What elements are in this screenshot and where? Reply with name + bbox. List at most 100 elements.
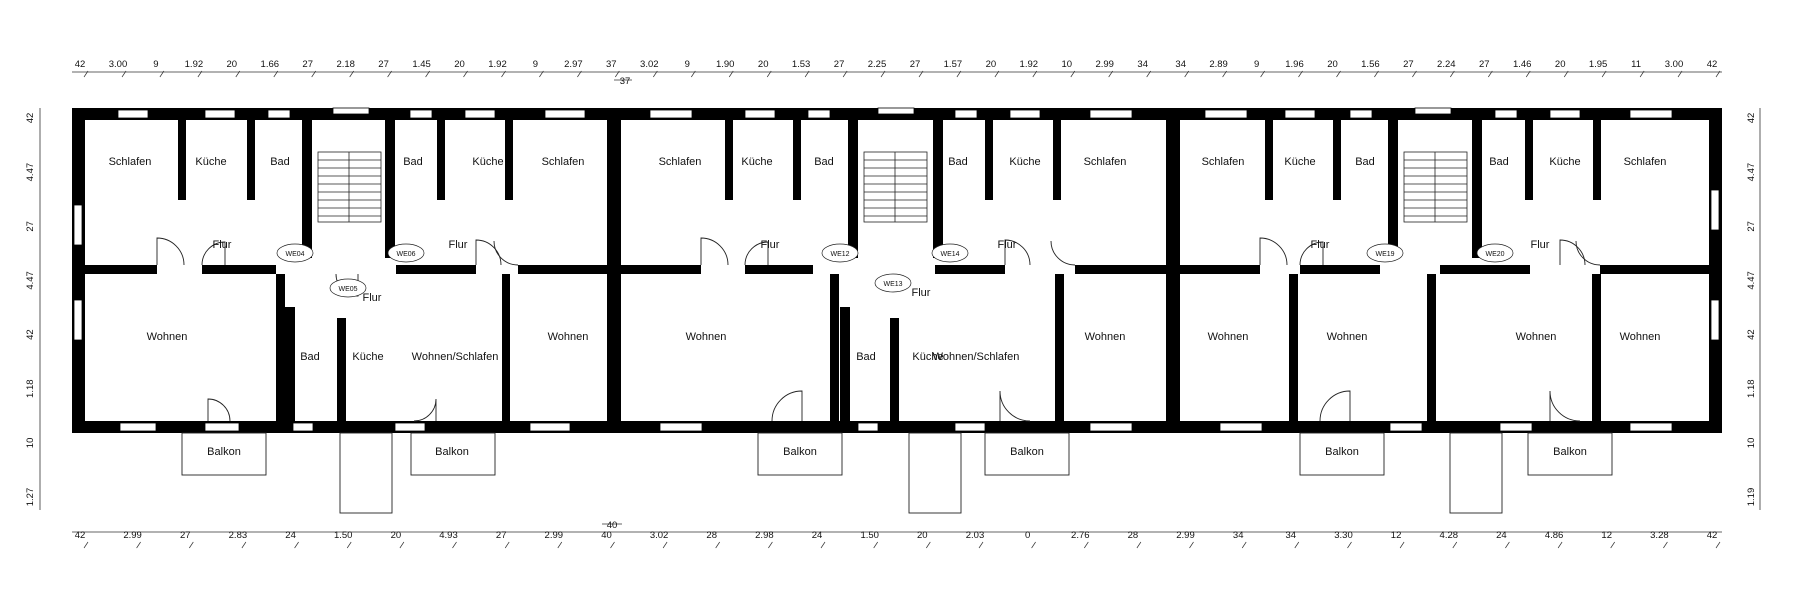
dim-top-tick-32 bbox=[1298, 70, 1303, 78]
dim-top-26: 10 bbox=[1062, 59, 1073, 70]
dim-bottom-16: 20 bbox=[917, 530, 928, 541]
dim-top-tick-24 bbox=[994, 70, 1000, 78]
dim-bottom-19: 2.76 bbox=[1071, 530, 1090, 541]
dim-bottom-tick-24 bbox=[1347, 541, 1352, 549]
walls bbox=[72, 108, 1722, 433]
dim-top-43: 42 bbox=[1707, 59, 1718, 70]
dim-bottom-7: 4.93 bbox=[439, 530, 458, 541]
dim-top-tick-28 bbox=[1146, 70, 1151, 78]
unit-marker bbox=[1366, 243, 1404, 263]
dim-bottom-26: 4.28 bbox=[1440, 530, 1459, 541]
dim-bottom-21: 2.99 bbox=[1176, 530, 1195, 541]
dim-top-tick-41 bbox=[1639, 70, 1645, 78]
dim-top-12: 9 bbox=[533, 59, 538, 70]
dim-bottom-15: 1.50 bbox=[860, 530, 879, 541]
dim-bottom-tick-30 bbox=[1663, 541, 1668, 549]
dim-bottom-31: 42 bbox=[1707, 530, 1718, 541]
dim-bottom-tick-6 bbox=[399, 541, 405, 549]
room-label-schlafen-5: Schlafen bbox=[1202, 156, 1245, 168]
dim-bottom-tick-4 bbox=[294, 541, 299, 549]
room-label-kueche-1: Küche bbox=[195, 156, 226, 168]
unit-marker bbox=[276, 243, 314, 263]
room-label-schlafen-2: Schlafen bbox=[542, 156, 585, 168]
unit-label-we19: WE19 bbox=[1375, 251, 1394, 258]
dim-top-17: 1.90 bbox=[716, 59, 735, 70]
dim-top-31: 9 bbox=[1254, 59, 1259, 70]
dim-bottom-0: 42 bbox=[75, 530, 86, 541]
dim-top-tick-0 bbox=[83, 70, 89, 78]
dim-bottom-23: 34 bbox=[1286, 530, 1297, 541]
room-label-balkon-4: Balkon bbox=[1010, 446, 1044, 458]
room-label-kueche-3: Küche bbox=[352, 351, 383, 363]
dim-bottom-tick-27 bbox=[1505, 541, 1510, 549]
dim-top-20: 27 bbox=[834, 59, 845, 70]
unit-marker bbox=[874, 273, 912, 293]
room-label-bad-6: Bad bbox=[856, 351, 876, 363]
unit-label-we12: WE12 bbox=[830, 251, 849, 258]
dim-right-5: 1.18 bbox=[1746, 379, 1757, 398]
dim-bottom-17: 2.03 bbox=[966, 530, 985, 541]
dim-top-tick-6 bbox=[311, 70, 316, 78]
dim-bottom-30: 3.28 bbox=[1650, 530, 1669, 541]
dim-top-tick-23 bbox=[956, 70, 962, 78]
dim-top-tick-14 bbox=[615, 70, 620, 78]
room-label-bad-3: Bad bbox=[300, 351, 320, 363]
dim-bottom-tick-9 bbox=[557, 541, 563, 549]
dim-bottom-tick-19 bbox=[1084, 541, 1089, 549]
dim-top-tick-4 bbox=[235, 70, 241, 78]
dim-left-7: 1.27 bbox=[25, 488, 36, 507]
dim-top-tick-20 bbox=[842, 70, 848, 78]
unit-label-we14: WE14 bbox=[940, 251, 959, 258]
dim-top-tick-36 bbox=[1450, 70, 1455, 78]
dim-left-6: 10 bbox=[25, 438, 36, 449]
dim-bottom-tick-5 bbox=[346, 541, 352, 549]
dim-top-tick-13 bbox=[577, 70, 582, 78]
dim-top-tick-35 bbox=[1412, 70, 1417, 78]
room-label-kueche-5: Küche bbox=[1009, 156, 1040, 168]
room-label-flur-1: Flur bbox=[213, 239, 232, 251]
dim-top-27: 2.99 bbox=[1095, 59, 1114, 70]
dim-left-2: 27 bbox=[25, 221, 36, 232]
dim-top-tick-43 bbox=[1715, 70, 1721, 78]
dim-top-10: 20 bbox=[454, 59, 465, 70]
dim-top-tick-17 bbox=[728, 70, 734, 78]
room-label-kueche-8: Küche bbox=[1549, 156, 1580, 168]
dim-top-9: 1.45 bbox=[412, 59, 431, 70]
dim-top-11: 1.92 bbox=[488, 59, 507, 70]
room-label-kueche-2: Küche bbox=[472, 156, 503, 168]
room-label-bad-2: Bad bbox=[403, 156, 423, 168]
dim-top-tick-7 bbox=[349, 70, 354, 78]
dim-top-tick-26 bbox=[1070, 70, 1076, 78]
dim-top-tick-19 bbox=[804, 70, 810, 78]
dim-top-37: 27 bbox=[1479, 59, 1490, 70]
dim-top-6: 27 bbox=[302, 59, 313, 70]
dim-bottom-tick-8 bbox=[504, 541, 510, 549]
dim-right-4: 42 bbox=[1746, 329, 1757, 340]
dim-bottom-tick-1 bbox=[136, 541, 141, 549]
dim-bottom-14: 24 bbox=[812, 530, 823, 541]
dim-top-tick-27 bbox=[1108, 70, 1113, 78]
dim-top-0: 42 bbox=[75, 59, 86, 70]
dim-top-tick-10 bbox=[463, 70, 468, 78]
dim-right-2: 27 bbox=[1746, 221, 1757, 232]
dim-top-tick-37 bbox=[1488, 70, 1493, 78]
dim-top-tick-31 bbox=[1260, 70, 1265, 78]
dim-top-29: 34 bbox=[1175, 59, 1186, 70]
dim-top-3: 1.92 bbox=[185, 59, 204, 70]
dim-top-tick-2 bbox=[159, 70, 165, 78]
dim-top-16: 9 bbox=[685, 59, 690, 70]
dim-bottom-22: 34 bbox=[1233, 530, 1244, 541]
dim-top-38: 1.46 bbox=[1513, 59, 1532, 70]
dim-top-21: 2.25 bbox=[868, 59, 887, 70]
dim-top-30: 2.89 bbox=[1209, 59, 1228, 70]
staircase-1 bbox=[317, 151, 382, 223]
dim-bottom-10: 40 bbox=[601, 530, 612, 541]
dim-top-tick-22 bbox=[918, 70, 924, 78]
dim-bottom-5: 1.50 bbox=[334, 530, 353, 541]
dim-top-tick-12 bbox=[539, 70, 544, 78]
dim-bottom-18: 0 bbox=[1025, 530, 1030, 541]
dim-top-tick-38 bbox=[1525, 70, 1531, 78]
dim-top-39: 20 bbox=[1555, 59, 1566, 70]
room-label-schlafen-4: Schlafen bbox=[1084, 156, 1127, 168]
